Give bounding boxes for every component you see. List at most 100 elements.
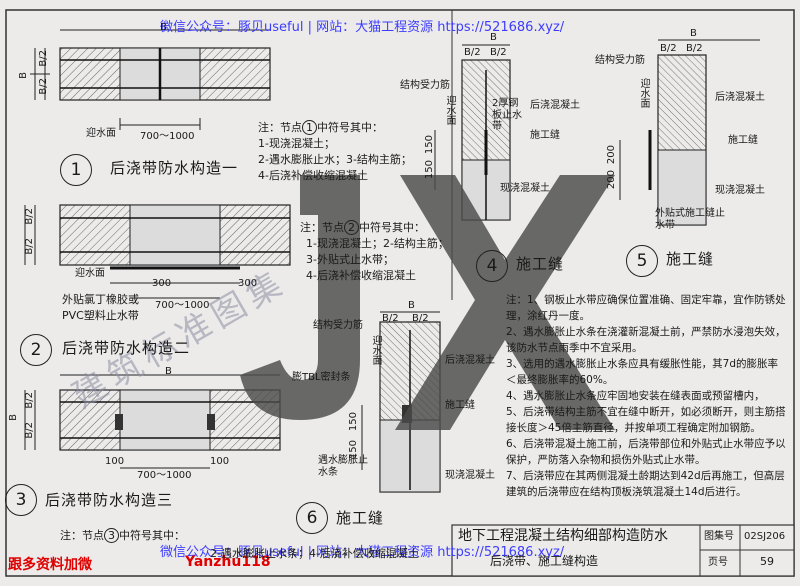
- d6-label-joint: 施工缝: [445, 400, 475, 411]
- d5-label-post: 后浇混凝土: [715, 92, 765, 103]
- detail3-drawing: [24, 374, 281, 469]
- d1-note-item-2: 2-遇水膨胀止水；3-结构主筋；: [258, 153, 412, 166]
- watermark-top: 微信公众号：豚贝useful | 网站：大猫工程资源 https://52168…: [160, 20, 565, 35]
- d4-number: 4: [476, 250, 508, 282]
- d5-dim-half1: B/2: [660, 43, 677, 54]
- titleblock-page-no: 59: [760, 555, 774, 568]
- notes-block: 注：1、钢板止水带应确保位置准确、固定牢靠，宜作防锈处理，涂红丹一度。 2、遇水…: [506, 292, 786, 500]
- d2-note-item-1: 1-现浇混凝土；2-结构主筋；: [306, 237, 449, 250]
- d6-label-rebar: 结构受力筋: [313, 320, 363, 331]
- d5-dim-200: 200: [606, 145, 617, 165]
- d2-label-tape: 外贴氯丁橡胶或: [62, 293, 139, 306]
- d1-dim-width: 700～1000: [140, 131, 195, 142]
- d5-dim-half2: B/2: [686, 43, 703, 54]
- d5-label-tape: 外贴式施工缝止水带: [655, 208, 725, 231]
- titleblock-main-title: 地下工程混凝土结构细部构造防水: [458, 528, 668, 544]
- d4-dim-150: 150: [424, 135, 435, 155]
- d1-note-item-1: 1-现浇混凝土；: [258, 137, 335, 150]
- d4-label-rebar: 结构受力筋: [400, 80, 450, 91]
- d4-dim-150b: 150: [424, 160, 435, 180]
- d6-label-cast: 现浇混凝土: [445, 470, 495, 481]
- d2-dim-half1: B/2: [24, 208, 35, 225]
- d2-label-tape2: PVC塑料止水带: [62, 309, 139, 322]
- title-block-frame: [451, 524, 795, 577]
- d1-dim-half1: B/2: [38, 50, 49, 67]
- d4-label-joint: 施工缝: [530, 130, 560, 141]
- d5-label-cast: 现浇混凝土: [715, 185, 765, 196]
- d3-dim-b: B: [8, 414, 19, 421]
- d2-title: 后浇带防水构造二: [62, 339, 191, 357]
- jx-logo-watermark: [240, 175, 615, 430]
- titleblock-sub-title: 后浇带、施工缝构造: [490, 554, 599, 568]
- note-7: 7、后浇带应在其两侧混凝土龄期达到42d后再施工，但高层建筑的后浇带应在结构顶板…: [506, 470, 785, 498]
- titleblock-page-label: 页号: [708, 557, 728, 568]
- d4-dim-top: B: [490, 32, 497, 43]
- detail5-drawing: [619, 39, 760, 226]
- d5-dim-top: B: [690, 28, 697, 39]
- d6-label-post: 后浇混凝土: [445, 355, 495, 366]
- d4-dim-half2: B/2: [490, 47, 507, 58]
- d2-note-item-3: 4-后浇补偿收缩混凝土: [306, 269, 416, 282]
- note-2: 2、遇水膨胀止水条在浇灌新混凝土前，严禁防水浸泡失效，该防水节点雨季中不宜采用。: [506, 326, 786, 354]
- d6-dim-half1: B/2: [382, 313, 399, 324]
- note-6: 6、后浇带混凝土施工前，后浇带部位和外贴式止水带应予以保护，严防落入杂物和损伤外…: [506, 438, 786, 466]
- d1-dim-half2: B/2: [38, 78, 49, 95]
- d6-label-face: 迎水面: [370, 335, 381, 365]
- d1-note-item-3: 4-后浇补偿收缩混凝土: [258, 169, 368, 182]
- d1-number: 1: [60, 154, 92, 186]
- titleblock-atlas-no: 02SJ206: [744, 531, 786, 542]
- d6-title: 施工缝: [336, 509, 385, 527]
- titleblock-atlas-label: 图集号: [704, 531, 734, 542]
- d3-dim-half1: B/2: [24, 392, 35, 409]
- detail4-drawing: [434, 44, 511, 221]
- d6-dim-150: 150: [348, 412, 359, 432]
- d3-dim-top: B: [165, 366, 172, 377]
- d3-note-item-2: 2-遇水膨胀止水条；4-后浇补偿收缩混凝土: [210, 547, 419, 560]
- d5-label-rebar: 结构受力筋: [595, 55, 645, 66]
- d3-dim-100a: 100: [105, 456, 125, 467]
- d5-label-joint: 施工缝: [728, 135, 758, 146]
- d1-dim-top: B: [160, 22, 167, 33]
- d4-label-cast: 现浇混凝土: [500, 183, 550, 194]
- d2-dim-300b: 300: [238, 278, 258, 289]
- d6-dim-half2: B/2: [412, 313, 429, 324]
- d5-number: 5: [626, 245, 658, 277]
- d5-title: 施工缝: [666, 250, 715, 268]
- d2-note-item-2: 3-外贴式止水带；: [306, 253, 394, 266]
- note-3: 3、选用的遇水膨胀止水条应具有缓胀性能，其7d的膨胀率＜最终膨胀率的60%。: [506, 358, 779, 386]
- d4-label-post: 后浇混凝土: [530, 100, 580, 111]
- note-4: 4、遇水膨胀止水条应牢固地安装在缝表面或预留槽内，: [506, 390, 765, 402]
- d6-label-strip: 遇水膨胀止水条: [318, 455, 368, 478]
- detail2-drawing: [24, 204, 291, 299]
- d3-title: 后浇带防水构造三: [45, 491, 174, 509]
- d2-dim-half2: B/2: [24, 238, 35, 255]
- d2-number: 2: [20, 334, 52, 366]
- d3-dim-100b: 100: [210, 456, 230, 467]
- d3-label-tbl: 膨TBL密封条: [292, 372, 351, 383]
- watermark-red-right: Yanzhu118: [185, 554, 271, 570]
- watermark-bottom: 微信公众号：豚贝useful | 网站：大猫工程资源 https://52168…: [160, 545, 565, 560]
- note-1: 注：1、钢板止水带应确保位置准确、固定牢靠，宜作防锈处理，涂红丹一度。: [506, 294, 786, 322]
- d1-dim-b: B: [18, 72, 29, 79]
- d6-dim-150b: 150: [348, 440, 359, 460]
- d6-dim-top: B: [408, 300, 415, 311]
- watermark-red-left: 跟多资料加微: [8, 557, 92, 573]
- d2-label-face: 迎水面: [75, 268, 105, 279]
- d1-title: 后浇带防水构造一: [110, 159, 239, 177]
- d4-dim-half1: B/2: [464, 47, 481, 58]
- d1-label-face: 迎水面: [86, 128, 116, 139]
- d3-dim-width: 700～1000: [137, 470, 192, 481]
- note-5: 5、后浇带结构主筋不宜在缝中断开，如必须断开，则主筋搭接长度＞45倍主筋直径，并…: [506, 406, 786, 434]
- d4-label-face: 迎水面: [444, 95, 455, 125]
- d4-label-plate: 2厚钢板止水带: [492, 98, 522, 132]
- d5-dim-200b: 200: [606, 170, 617, 190]
- d4-title: 施工缝: [516, 255, 565, 273]
- d3-dim-half2: B/2: [24, 422, 35, 439]
- d5-label-face: 迎水面: [638, 78, 649, 108]
- d6-number: 6: [296, 502, 328, 534]
- d3-number: 3: [5, 484, 37, 516]
